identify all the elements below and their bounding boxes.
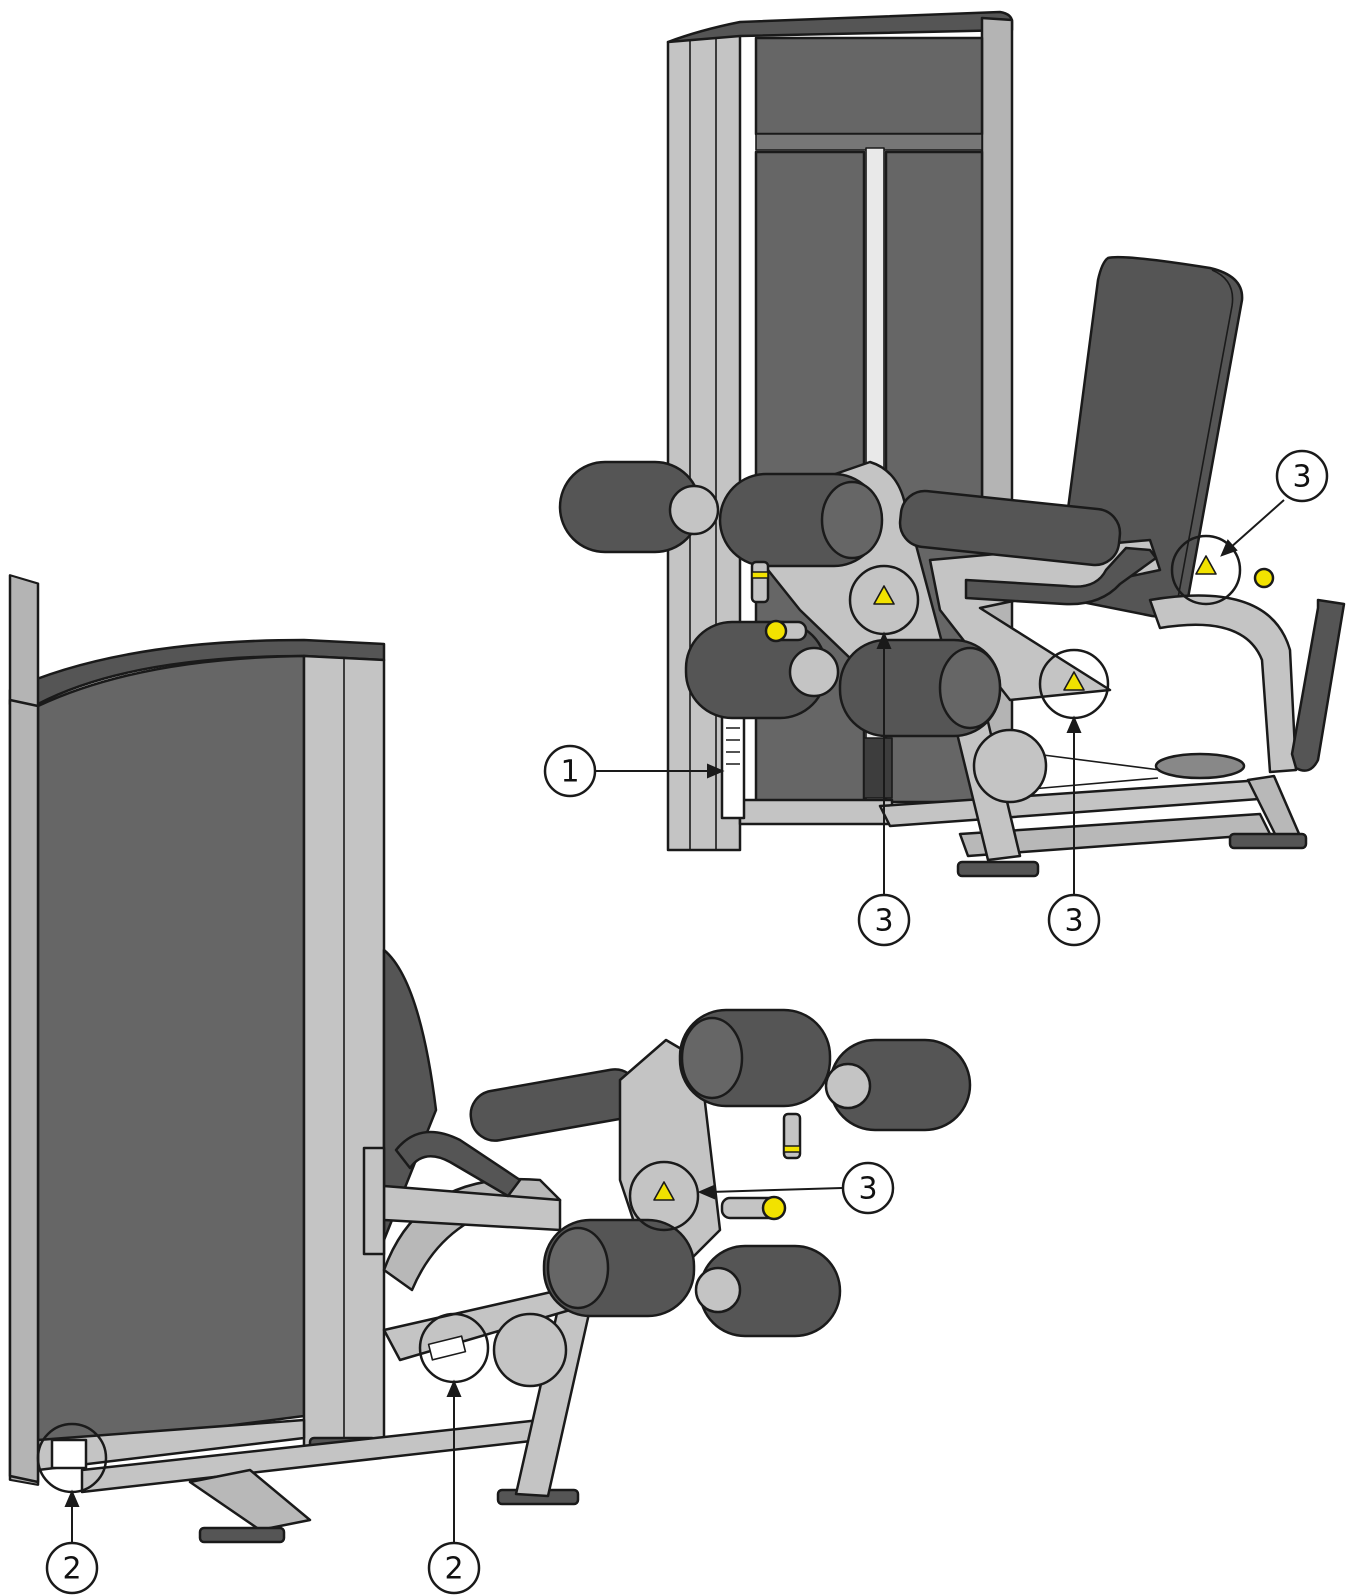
warning-decal-icon (873, 585, 895, 605)
cam-pulley (1154, 752, 1246, 780)
roller-face-top-left (680, 1016, 744, 1100)
serial-label-base (427, 1335, 467, 1361)
warning-decal-icon (653, 1181, 675, 1201)
seat-handle-bar (964, 546, 1158, 606)
roller-hub-upper-left (668, 484, 720, 536)
machine-rear-view (8, 574, 972, 1544)
seat-pad-rear (469, 1068, 641, 1142)
backrest-side (1177, 269, 1234, 599)
callout-3c-label: 3 (1064, 904, 1083, 939)
tower-header-panel (754, 36, 984, 136)
weight-tower-rear (8, 574, 386, 1486)
leader-2a-arrow (64, 1489, 80, 1507)
seat-rear (362, 948, 641, 1256)
circle-highlight-icon (1170, 534, 1242, 606)
serial-label-frame (50, 1438, 88, 1470)
decals-front (848, 534, 1242, 720)
foot-pad-front-a (956, 860, 1040, 878)
warning-decal-icon (1195, 555, 1217, 575)
pop-pin-knob-front (764, 619, 788, 643)
tower-base-rail (738, 798, 894, 826)
leader-3d (709, 1187, 843, 1193)
callout-3b: 3 (857, 893, 911, 947)
backrest-rear (382, 948, 438, 1242)
range-adjust-pin-band (751, 571, 769, 579)
tower-header-trim (755, 133, 983, 151)
arm-rollers-rear (542, 1008, 972, 1338)
machine-front-view (558, 10, 1346, 878)
roller-hub-lower-left (788, 646, 840, 698)
range-adjust-pin (750, 560, 770, 604)
pop-pin-knob-rear (761, 1195, 787, 1221)
upper-roller-pads-front (558, 460, 884, 568)
callout-leaders (64, 499, 1285, 1546)
leader-3b-arrow (876, 631, 892, 649)
weight-stack-plates (863, 737, 893, 799)
shroud-left-strip (8, 698, 40, 1484)
callout-3d-label: 3 (858, 1172, 877, 1207)
warning-decal-icon (1063, 671, 1085, 691)
circle-highlight-icon (628, 1160, 700, 1232)
roller-hub-bottom-right (694, 1266, 742, 1314)
seat-mount-plate (362, 1146, 386, 1256)
rear-foot-pad-a (198, 1526, 286, 1544)
roller-face-lower-right (938, 646, 1002, 730)
leader-3a-arrow (1220, 539, 1238, 557)
callout-2b-label: 2 (444, 1552, 463, 1587)
placard-lines (726, 727, 740, 765)
range-pin-rear-band (783, 1145, 801, 1153)
rear-handle (1290, 598, 1346, 772)
leader-3d-arrow (697, 1184, 715, 1200)
roller-face-upper-right (820, 480, 884, 560)
callout-2a-label: 2 (62, 1552, 81, 1587)
pop-pin-knob-seat (1253, 567, 1275, 589)
seat-pad (898, 489, 1122, 567)
callout-3a-label: 3 (1292, 460, 1311, 495)
callout-1: 1 (543, 744, 597, 798)
shroud-panel (36, 654, 306, 1452)
callout-2a: 2 (45, 1541, 99, 1595)
callout-3c: 3 (1047, 893, 1101, 947)
instruction-placard (720, 714, 746, 820)
rear-base-diagonal (188, 1468, 312, 1532)
cable-pulley-wheel (972, 728, 1048, 804)
base-frame-front (878, 594, 1346, 878)
seat-handle-rear (394, 1130, 522, 1198)
leader-1-arrow (707, 763, 725, 779)
callout-2b: 2 (427, 1541, 481, 1595)
roller-hub-top-right (824, 1062, 872, 1110)
leader-3a (1229, 499, 1285, 549)
callout-3a: 3 (1275, 449, 1329, 503)
callout-bubbles: 1 3 3 3 3 2 2 (45, 449, 1329, 1595)
leader-2b-arrow (446, 1379, 462, 1397)
cable-pulley-rear (492, 1312, 568, 1388)
callout-1-label: 1 (560, 755, 579, 790)
callout-3b-label: 3 (874, 904, 893, 939)
foot-pad-front-b (1228, 832, 1308, 850)
roller-face-bottom-left (546, 1226, 610, 1310)
leader-3c-arrow (1066, 715, 1082, 733)
lower-roller-pads-front (684, 560, 1275, 738)
rear-support-arch (1148, 594, 1298, 774)
callout-3d: 3 (841, 1161, 895, 1215)
